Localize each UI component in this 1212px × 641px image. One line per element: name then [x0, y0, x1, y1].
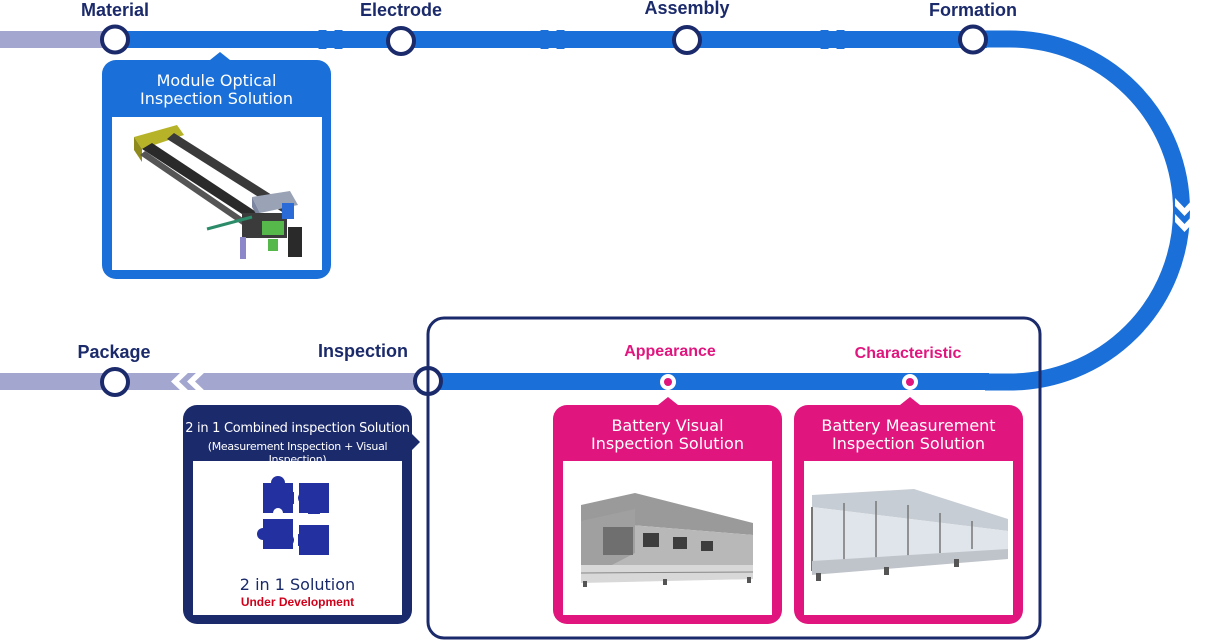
gantry-machine-illustration: [134, 125, 302, 259]
sub-stage-label-characteristic: Characteristic: [854, 345, 962, 362]
measurement-machine-illustration: [811, 489, 1008, 581]
chevron-left-icon: [171, 372, 205, 391]
flow-line-lead: [0, 31, 115, 48]
stage-label-material: Material: [80, 0, 150, 20]
node-appearance-dot: [664, 378, 672, 386]
stage-label-electrode: Electrode: [359, 0, 443, 20]
card-title-line2: Inspection Solution: [591, 434, 744, 453]
card-title-line1: Battery Visual: [611, 416, 724, 435]
inspection-machine-illustration: [580, 493, 754, 587]
card-title-line2: Inspection Solution: [140, 89, 293, 108]
puzzle-icon: [257, 476, 329, 555]
card-pointer: [210, 52, 230, 60]
stage-label-formation: Formation: [929, 0, 1017, 20]
card-title-line2: Inspection Solution: [832, 434, 985, 453]
card-combined-inspection: 2 in 1 Combined inspection Solution (Mea…: [183, 405, 412, 624]
node-formation: [958, 24, 988, 55]
flow-line-muted: [0, 373, 429, 390]
card-battery-visual: Battery Visual Inspection Solution: [553, 405, 782, 624]
node-package: [100, 367, 130, 397]
sub-stage-label-appearance: Appearance: [624, 343, 716, 360]
stage-label-assembly: Assembly: [644, 0, 730, 18]
solution-name: 2 in 1 Solution: [239, 575, 356, 594]
combined-solution-panel: 2 in 1 Solution Under Development: [193, 461, 402, 615]
node-characteristic-dot: [906, 378, 914, 386]
card-pointer: [658, 397, 678, 405]
node-material: [100, 24, 130, 55]
card-title-line1: 2 in 1 Combined inspection Solution: [185, 421, 410, 436]
battery-visual-machine-image: [563, 461, 772, 615]
chevron-down-icon: [1175, 198, 1194, 232]
card-battery-measurement: Battery Measurement Inspection Solution: [794, 405, 1023, 624]
flow-line-bottom: [429, 373, 989, 390]
card-pointer: [900, 397, 920, 405]
chevron-right-icon: [820, 30, 854, 49]
chevron-right-icon: [318, 30, 352, 49]
solution-status: Under Development: [240, 595, 355, 609]
card-title-line1: Module Optical: [156, 71, 277, 90]
stage-label-package: Package: [77, 342, 151, 362]
battery-measurement-machine-image: [804, 461, 1013, 615]
node-assembly: [672, 25, 702, 55]
node-electrode: [386, 26, 416, 56]
flow-line-uturn: [985, 30, 1190, 391]
stage-label-inspection: Inspection: [317, 341, 409, 361]
chevron-right-icon: [540, 30, 574, 49]
card-module-optical: Module Optical Inspection Solution: [102, 60, 331, 279]
card-title-line1: Battery Measurement: [821, 416, 996, 435]
inspection-group-frame: [426, 316, 1042, 640]
card-pointer: [412, 434, 420, 450]
module-optical-image: [112, 117, 322, 270]
